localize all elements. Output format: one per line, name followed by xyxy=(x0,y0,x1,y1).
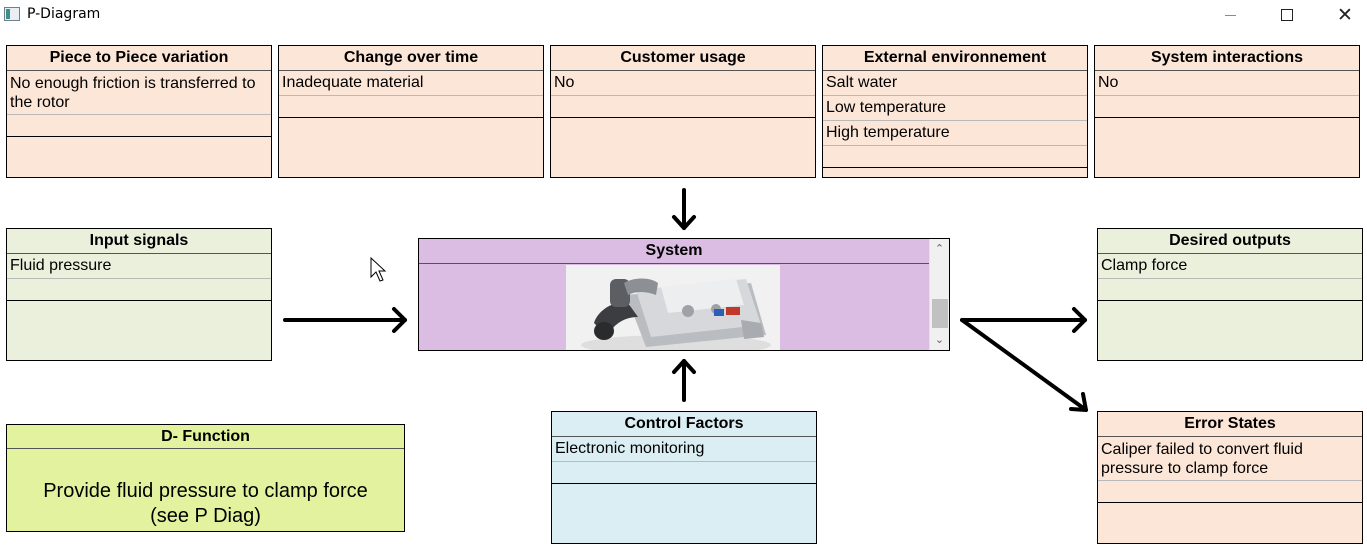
close-icon: ✕ xyxy=(1337,4,1353,26)
piece-to-piece-panel: Piece to Piece variation No enough frict… xyxy=(6,45,272,178)
d-function-line-1: Provide fluid pressure to clamp force xyxy=(43,480,368,502)
piece-to-piece-empty-row[interactable] xyxy=(7,115,271,137)
external-environment-panel: External environnement Salt water Low te… xyxy=(822,45,1088,178)
system-interactions-title: System interactions xyxy=(1095,46,1359,71)
mouse-pointer-icon xyxy=(370,256,387,282)
change-over-time-empty-row[interactable] xyxy=(279,96,543,118)
control-factors-panel: Control Factors Electronic monitoring xyxy=(551,411,817,544)
desired-outputs-title: Desired outputs xyxy=(1098,229,1362,254)
window-title: P-Diagram xyxy=(27,6,101,22)
desired-outputs-item[interactable]: Clamp force xyxy=(1098,254,1362,279)
maximize-icon xyxy=(1281,9,1293,21)
close-button[interactable]: ✕ xyxy=(1322,0,1367,30)
external-environment-empty-row[interactable] xyxy=(823,146,1087,168)
external-environment-item[interactable]: Low temperature xyxy=(823,96,1087,121)
control-factors-title: Control Factors xyxy=(552,412,816,437)
minimize-button[interactable] xyxy=(1207,0,1253,30)
input-signals-title: Input signals xyxy=(7,229,271,254)
brake-caliper-illustration xyxy=(566,265,780,350)
change-over-time-item[interactable]: Inadequate material xyxy=(279,71,543,96)
noise-to-system-arrow xyxy=(672,188,696,230)
desired-outputs-panel: Desired outputs Clamp force xyxy=(1097,228,1363,361)
change-over-time-title: Change over time xyxy=(279,46,543,71)
desired-outputs-empty-row[interactable] xyxy=(1098,279,1362,301)
system-interactions-panel: System interactions No xyxy=(1094,45,1360,178)
system-interactions-empty-row[interactable] xyxy=(1095,96,1359,118)
input-signals-item[interactable]: Fluid pressure xyxy=(7,254,271,279)
external-environment-item[interactable]: High temperature xyxy=(823,121,1087,146)
system-scrollbar[interactable]: ⌃ ⌄ xyxy=(929,239,949,350)
d-function-text: Provide fluid pressure to clamp force (s… xyxy=(7,449,404,529)
error-states-item[interactable]: Caliper failed to convert fluid pressure… xyxy=(1098,437,1362,481)
d-function-title: D- Function xyxy=(7,425,404,449)
input-signals-panel: Input signals Fluid pressure xyxy=(6,228,272,361)
title-bar: P-Diagram ✕ xyxy=(0,0,1367,30)
maximize-button[interactable] xyxy=(1264,0,1310,30)
customer-usage-panel: Customer usage No xyxy=(550,45,816,178)
chevron-up-icon[interactable]: ⌃ xyxy=(934,242,945,255)
brake-caliper-image xyxy=(566,265,780,350)
scrollbar-thumb[interactable] xyxy=(932,299,948,328)
chevron-down-icon[interactable]: ⌄ xyxy=(934,333,945,346)
error-states-panel: Error States Caliper failed to convert f… xyxy=(1097,411,1363,544)
system-interactions-item[interactable]: No xyxy=(1095,71,1359,96)
customer-usage-item[interactable]: No xyxy=(551,71,815,96)
error-states-empty-row[interactable] xyxy=(1098,481,1362,503)
control-to-system-arrow xyxy=(672,359,696,402)
d-function-panel: D- Function Provide fluid pressure to cl… xyxy=(6,424,405,532)
customer-usage-empty-row[interactable] xyxy=(551,96,815,118)
control-factors-empty-row[interactable] xyxy=(552,462,816,484)
external-environment-item[interactable]: Salt water xyxy=(823,71,1087,96)
system-to-outputs-arrow xyxy=(960,307,1087,333)
system-title: System xyxy=(419,239,929,264)
minimize-icon xyxy=(1224,14,1236,16)
piece-to-piece-item[interactable]: No enough friction is transferred to the… xyxy=(7,71,271,115)
piece-to-piece-title: Piece to Piece variation xyxy=(7,46,271,71)
change-over-time-panel: Change over time Inadequate material xyxy=(278,45,544,178)
external-environment-title: External environnement xyxy=(823,46,1087,71)
error-states-title: Error States xyxy=(1098,412,1362,437)
d-function-line-2: (see P Diag) xyxy=(150,505,261,527)
input-signals-empty-row[interactable] xyxy=(7,279,271,301)
control-factors-item[interactable]: Electronic monitoring xyxy=(552,437,816,462)
customer-usage-title: Customer usage xyxy=(551,46,815,71)
app-icon xyxy=(4,7,20,21)
system-panel: System ⌃ ⌄ xyxy=(418,238,950,351)
input-to-system-arrow xyxy=(283,307,407,333)
system-to-error-arrow xyxy=(960,318,1088,412)
